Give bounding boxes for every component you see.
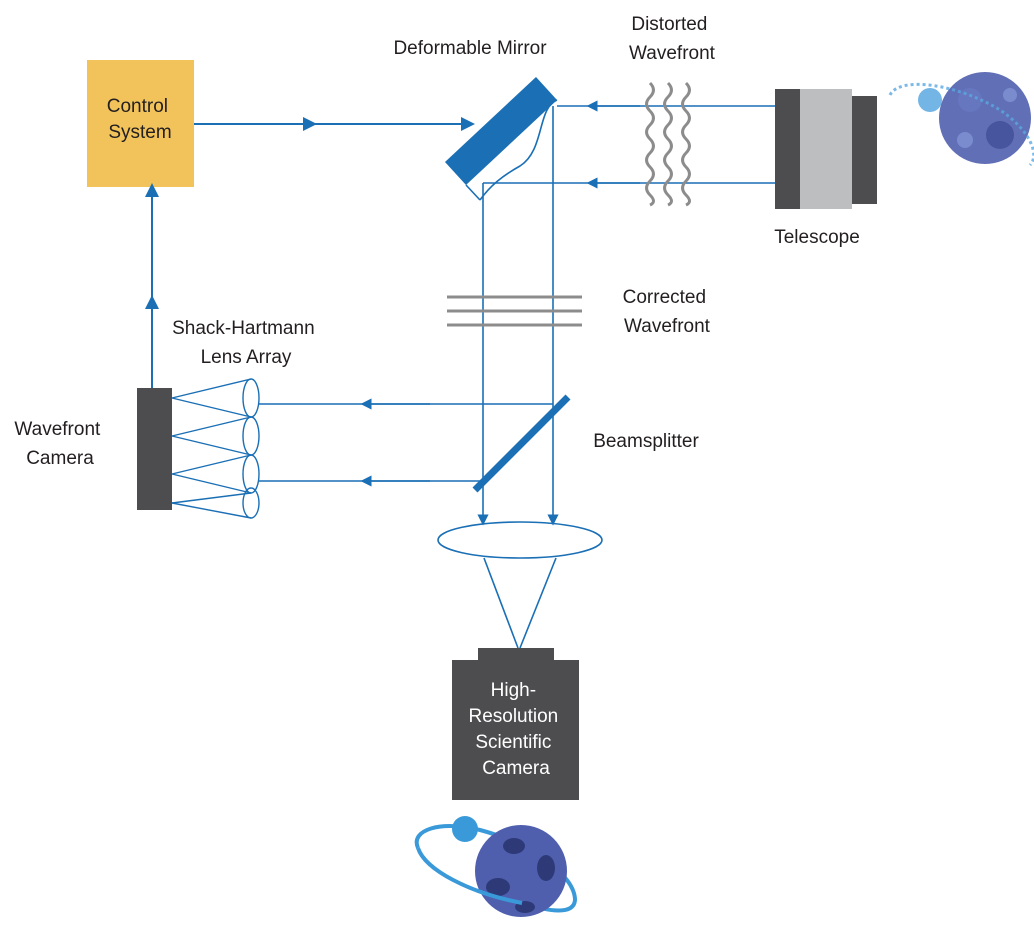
science-camera: High- Resolution Scientific Camera — [452, 648, 579, 800]
control-system-box: Control System — [87, 60, 194, 187]
wavefront-camera-label-2: Camera — [26, 448, 94, 469]
planet-distorted-icon — [888, 72, 1034, 167]
deformable-mirror-label: Deformable Mirror — [393, 38, 547, 59]
corrected-wavefront — [447, 295, 582, 327]
science-camera-label-4: Camera — [482, 758, 550, 779]
wavefront-camera: Wavefront Camera — [14, 388, 172, 510]
svg-text:High- Resolution S: High- Resolution Scientific Camera — [468, 680, 563, 779]
corrected-wavefront-label-1: Corrected — [623, 287, 706, 308]
distorted-wavefront-label-2: Wavefront — [629, 43, 716, 64]
focusing-lens — [437, 521, 603, 649]
wavefront-camera-label: Wavefront Camera — [14, 419, 105, 469]
wavefront-camera-label-1: Wavefront — [14, 419, 101, 440]
shack-hartmann-lens-array — [171, 378, 260, 519]
control-system-label-2: System — [108, 122, 171, 143]
deformable-mirror: Deformable Mirror — [393, 38, 558, 201]
corrected-wavefront-label: Corrected Wavefront — [623, 287, 712, 337]
telescope: Telescope — [774, 89, 877, 248]
shack-hartmann-label-2: Lens Array — [201, 347, 292, 368]
planet-sharp-icon — [414, 816, 578, 917]
control-system-label-1: Control — [107, 96, 168, 117]
corrected-beams — [477, 106, 559, 526]
distorted-wavefront-label: Distorted Wavefront — [629, 14, 716, 64]
beamsplitter: Beamsplitter — [472, 394, 699, 493]
science-camera-label-3: Scientific — [475, 732, 551, 753]
distorted-wavefront — [645, 81, 691, 207]
shack-hartmann-label-1: Shack-Hartmann — [172, 318, 315, 339]
distorted-wavefront-label-1: Distorted — [631, 14, 707, 35]
svg-text:Control System: Control System — [107, 96, 174, 143]
beamsplitter-label: Beamsplitter — [593, 431, 699, 452]
shack-hartmann-label: Shack-Hartmann Lens Array — [172, 318, 320, 368]
science-camera-label-2: Resolution — [468, 706, 558, 727]
telescope-label: Telescope — [774, 227, 860, 248]
corrected-wavefront-label-2: Wavefront — [624, 316, 711, 337]
science-camera-label-1: High- — [491, 680, 536, 701]
reflected-beams — [258, 398, 553, 487]
